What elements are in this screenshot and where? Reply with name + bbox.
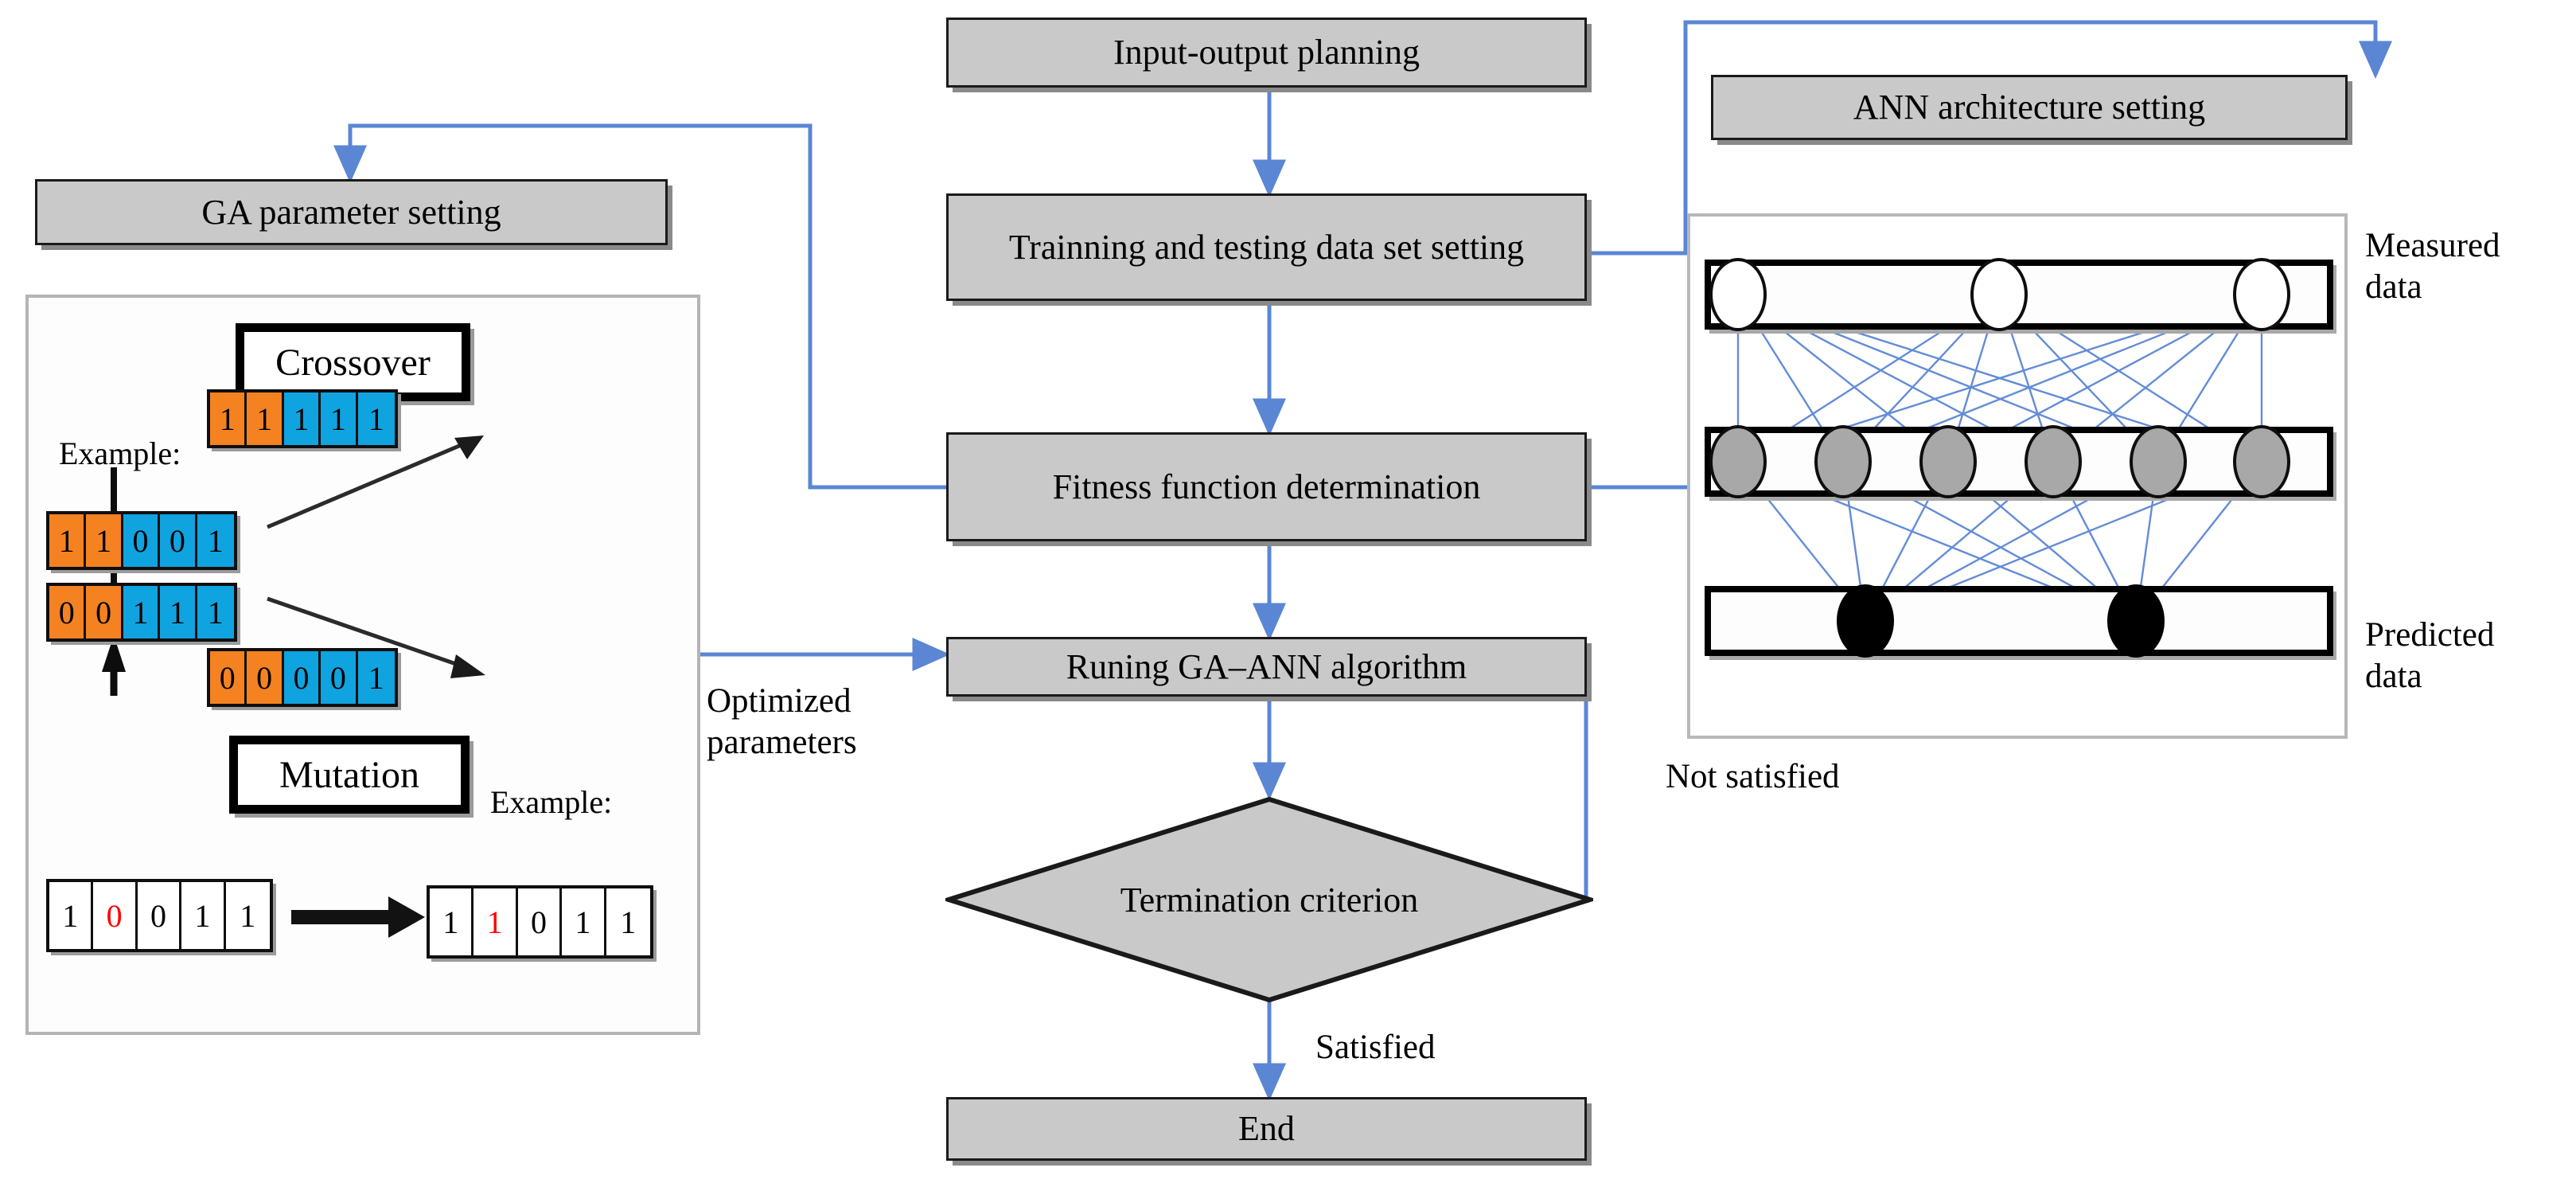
chromosome-bit: 0: [517, 888, 563, 955]
label-measured-data: Measured data: [2365, 227, 2500, 306]
ann-output-node: [2107, 584, 2165, 658]
mutation-title: Mutation: [279, 753, 419, 796]
chromosome-bit: 1: [160, 586, 197, 638]
chromosome-bit: 0: [49, 586, 87, 638]
chromosome-bit: 1: [197, 586, 234, 638]
chromosome-bit: 0: [123, 514, 161, 567]
ann-hidden-node: [1709, 425, 1767, 498]
chromosome-bit: 1: [247, 392, 284, 445]
box-label: Runing GA–ANN algorithm: [1066, 646, 1467, 686]
chromosome-bit: 1: [357, 651, 395, 704]
crossover-example-label: Example:: [59, 435, 181, 471]
ann-hidden-layer-bar: [1705, 427, 2333, 497]
ann-output-layer-bar: [1705, 586, 2333, 656]
chromosome-bit: 1: [225, 882, 270, 949]
ann-hidden-node: [1919, 425, 1977, 498]
box-ga-parameter-setting[interactable]: GA parameter setting: [35, 179, 668, 245]
box-ann-architecture-setting[interactable]: ANN architecture setting: [1711, 75, 2348, 140]
chromosome-bit: 1: [210, 392, 247, 445]
box-label: Fitness function determination: [1052, 467, 1481, 506]
box-label: GA parameter setting: [201, 192, 501, 232]
box-label: Trainning and testing data set setting: [1008, 227, 1525, 267]
crossover-title: Crossover: [275, 341, 431, 384]
box-end[interactable]: End: [946, 1097, 1587, 1161]
chromosome-bit: 1: [49, 882, 94, 949]
ann-output-node: [1837, 584, 1894, 658]
chromosome-bit: 0: [160, 514, 197, 567]
ann-input-node: [1970, 258, 2028, 331]
ann-input-node: [1709, 258, 1767, 331]
box-running-ga-ann-algorithm[interactable]: Runing GA–ANN algorithm: [946, 637, 1587, 697]
ann-architecture-panel: [1687, 213, 2348, 739]
label-optimized-parameters: Optimized parameters: [707, 682, 857, 761]
chromosome-bit: 1: [321, 392, 358, 445]
label-not-satisfied: Not satisfied: [1666, 758, 1840, 795]
chromosome-bit: 0: [321, 651, 358, 704]
box-training-testing-data-set-setting[interactable]: Trainning and testing data set setting: [946, 193, 1587, 301]
label-satisfied: Satisfied: [1315, 1029, 1436, 1066]
chromosome-bit: 1: [197, 514, 234, 567]
ann-hidden-node: [2130, 425, 2187, 498]
ann-input-node: [2233, 258, 2290, 331]
chromosome-bit: 1: [181, 882, 226, 949]
chromosome-bit: 1: [562, 888, 606, 955]
chromosome-bit: 1: [49, 514, 87, 567]
box-fitness-function-determination[interactable]: Fitness function determination: [946, 432, 1587, 541]
chromosome-bit: 1: [430, 888, 474, 955]
mutation-title-box: Mutation: [229, 736, 470, 814]
ann-hidden-node: [2025, 425, 2082, 498]
ann-hidden-node: [2233, 425, 2290, 498]
chromosome-bit: 0: [93, 882, 138, 949]
label-predicted-data: Predicted data: [2365, 616, 2495, 695]
crossover-title-box: Crossover: [236, 323, 470, 401]
box-label: ANN architecture setting: [1853, 88, 2206, 127]
chromosome-bit: 0: [247, 651, 284, 704]
chromosome-bit: 0: [210, 651, 247, 704]
chromosome-bit: 1: [123, 586, 161, 638]
mutation-example-label: Example:: [490, 784, 613, 820]
chromosome-bit: 1: [474, 888, 518, 955]
chromosome-bit: 1: [606, 888, 650, 955]
chromosome-bit: 0: [86, 586, 123, 638]
chromosome-bit: 1: [357, 392, 395, 445]
box-label: End: [1238, 1109, 1295, 1149]
chromosome-bit: 1: [86, 514, 123, 567]
decision-termination-criterion[interactable]: Termination criterion: [945, 796, 1593, 1003]
box-input-output-planning[interactable]: Input-output planning: [946, 18, 1587, 88]
box-label: Input-output planning: [1113, 33, 1420, 72]
ann-hidden-node: [1814, 425, 1872, 498]
chromosome-bit: 0: [283, 651, 322, 704]
chromosome-bit: 1: [283, 392, 322, 445]
chromosome-bit: 0: [137, 882, 182, 949]
